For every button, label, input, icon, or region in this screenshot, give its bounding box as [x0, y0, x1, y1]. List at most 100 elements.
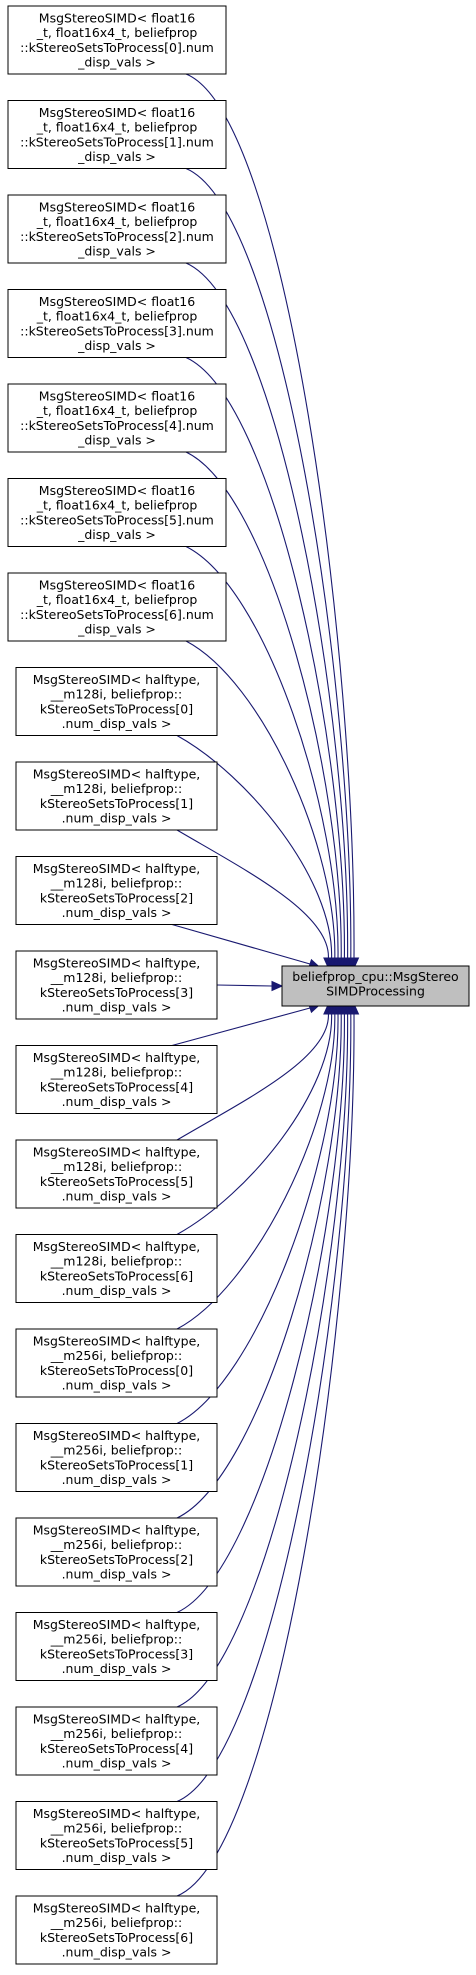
- caller-node-label-line: MsgStereoSIMD< halftype,: [33, 861, 201, 876]
- caller-node[interactable]: MsgStereoSIMD< halftype,__m128i, beliefp…: [15, 1045, 218, 1114]
- caller-node[interactable]: MsgStereoSIMD< halftype,__m256i, beliefp…: [15, 1801, 218, 1870]
- caller-node-label-line: kStereoSetsToProcess[5]: [40, 1174, 193, 1189]
- caller-node-label-line: __m256i, beliefprop::: [50, 1443, 182, 1458]
- caller-node-label-line: kStereoSetsToProcess[6]: [40, 1268, 193, 1283]
- caller-node[interactable]: MsgStereoSIMD< halftype,__m256i, beliefp…: [15, 1895, 218, 1965]
- caller-node[interactable]: MsgStereoSIMD< float16_t, float16x4_t, b…: [7, 478, 227, 547]
- caller-node[interactable]: MsgStereoSIMD< float16_t, float16x4_t, b…: [7, 383, 227, 453]
- caller-node-label-line: MsgStereoSIMD< float16: [39, 105, 195, 120]
- caller-node[interactable]: MsgStereoSIMD< float16_t, float16x4_t, b…: [7, 572, 227, 642]
- caller-node[interactable]: MsgStereoSIMD< float16_t, float16x4_t, b…: [7, 100, 227, 169]
- caller-node-label-line: .num_disp_vals >: [62, 811, 172, 826]
- caller-node-box: [7, 194, 227, 264]
- caller-node-label-line: __m256i, beliefprop::: [50, 1915, 182, 1930]
- caller-node-label-line: _disp_vals >: [77, 55, 156, 70]
- caller-node-label-line: .num_disp_vals >: [62, 1945, 172, 1960]
- caller-node-box: [7, 5, 227, 75]
- caller-node-box: [15, 1423, 218, 1492]
- caller-node[interactable]: MsgStereoSIMD< halftype,__m128i, beliefp…: [15, 761, 218, 831]
- caller-node[interactable]: MsgStereoSIMD< halftype,__m128i, beliefp…: [15, 950, 218, 1020]
- caller-node-box: [15, 950, 218, 1020]
- caller-node-label-line: kStereoSetsToProcess[0]: [40, 1363, 193, 1378]
- caller-node-box: [15, 1517, 218, 1587]
- caller-node-box: [15, 1612, 218, 1681]
- caller-node-label-line: MsgStereoSIMD< halftype,: [33, 766, 201, 781]
- caller-node-label-line: kStereoSetsToProcess[6]: [40, 1930, 193, 1945]
- caller-node-label-line: MsgStereoSIMD< float16: [39, 199, 195, 214]
- caller-node-label-line: .num_disp_vals >: [62, 1094, 172, 1109]
- caller-node-label-line: MsgStereoSIMD< float16: [39, 294, 195, 309]
- caller-node-label-line: _t, float16x4_t, beliefprop: [36, 498, 198, 513]
- caller-node-label-line: MsgStereoSIMD< float16: [39, 577, 195, 592]
- caller-node-label-line: kStereoSetsToProcess[2]: [40, 1552, 193, 1567]
- caller-node-label-line: MsgStereoSIMD< halftype,: [33, 1239, 201, 1254]
- call-edge: [176, 1013, 329, 1141]
- caller-node-label-line: _disp_vals >: [77, 622, 156, 637]
- edge-arrowhead: [348, 1002, 360, 1015]
- caller-node[interactable]: MsgStereoSIMD< halftype,__m256i, beliefp…: [15, 1423, 218, 1492]
- caller-node[interactable]: MsgStereoSIMD< float16_t, float16x4_t, b…: [7, 289, 227, 358]
- caller-node-label-line: .num_disp_vals >: [62, 1000, 172, 1015]
- caller-node-label-line: _t, float16x4_t, beliefprop: [36, 214, 198, 229]
- caller-node[interactable]: MsgStereoSIMD< halftype,__m128i, beliefp…: [15, 667, 218, 736]
- caller-node-box: [15, 856, 218, 925]
- caller-node-label-line: .num_disp_vals >: [62, 905, 172, 920]
- caller-node-label-line: __m128i, beliefprop::: [50, 781, 182, 796]
- caller-node-label-line: .num_disp_vals >: [62, 1472, 172, 1487]
- call-edge: [216, 984, 273, 987]
- caller-node-label-line: _disp_vals >: [77, 149, 156, 164]
- caller-node-label-line: kStereoSetsToProcess[3]: [40, 1646, 193, 1661]
- caller-node-label-line: MsgStereoSIMD< halftype,: [33, 1617, 201, 1632]
- caller-node-label-line: kStereoSetsToProcess[0]: [40, 701, 193, 716]
- target-node-box: [281, 965, 470, 1007]
- caller-node-label-line: __m128i, beliefprop::: [50, 1254, 182, 1269]
- caller-node-label-line: __m128i, beliefprop::: [50, 1065, 182, 1080]
- caller-node-label-line: _t, float16x4_t, beliefprop: [36, 120, 198, 135]
- caller-node-label-line: MsgStereoSIMD< float16: [39, 388, 195, 403]
- caller-node[interactable]: MsgStereoSIMD< halftype,__m256i, beliefp…: [15, 1517, 218, 1587]
- call-edge: [176, 829, 329, 959]
- caller-node[interactable]: MsgStereoSIMD< halftype,__m128i, beliefp…: [15, 856, 218, 925]
- call-edge: [171, 923, 311, 965]
- call-edge: [176, 1013, 333, 1235]
- caller-node-label-line: kStereoSetsToProcess[4]: [40, 1741, 193, 1756]
- caller-node-label-line: ::kStereoSetsToProcess[1].num: [20, 134, 214, 149]
- caller-node-label-line: __m128i, beliefprop::: [50, 1159, 182, 1174]
- target-node-label-line: beliefprop_cpu::MsgStereo: [292, 969, 458, 984]
- caller-node-box: [15, 1895, 218, 1965]
- caller-node-label-line: .num_disp_vals >: [62, 1661, 172, 1676]
- caller-node[interactable]: MsgStereoSIMD< halftype,__m128i, beliefp…: [15, 1139, 218, 1209]
- caller-node-label-line: _t, float16x4_t, beliefprop: [36, 592, 198, 607]
- edge-arrowhead: [323, 957, 334, 970]
- caller-node-label-line: _disp_vals >: [77, 338, 156, 353]
- caller-node-box: [7, 478, 227, 547]
- caller-node-label-line: ::kStereoSetsToProcess[0].num: [20, 40, 214, 55]
- caller-node[interactable]: MsgStereoSIMD< halftype,__m128i, beliefp…: [15, 1234, 218, 1303]
- caller-node-label-line: _disp_vals >: [77, 244, 156, 259]
- caller-node-box: [7, 383, 227, 453]
- call-edge: [176, 735, 333, 959]
- caller-node-label-line: __m256i, beliefprop::: [50, 1537, 182, 1552]
- caller-node-box: [15, 1139, 218, 1209]
- caller-node-label-line: __m256i, beliefprop::: [50, 1821, 182, 1836]
- caller-node-label-line: ::kStereoSetsToProcess[5].num: [20, 512, 214, 527]
- caller-node-label-line: kStereoSetsToProcess[3]: [40, 985, 193, 1000]
- caller-node-label-line: __m128i, beliefprop::: [50, 687, 182, 702]
- caller-node-label-line: _t, float16x4_t, beliefprop: [36, 25, 198, 40]
- caller-node-label-line: kStereoSetsToProcess[4]: [40, 1079, 193, 1094]
- caller-node-label-line: __m256i, beliefprop::: [50, 1632, 182, 1647]
- caller-node[interactable]: MsgStereoSIMD< float16_t, float16x4_t, b…: [7, 5, 227, 75]
- caller-node-label-line: __m128i, beliefprop::: [50, 876, 182, 891]
- caller-node[interactable]: MsgStereoSIMD< float16_t, float16x4_t, b…: [7, 194, 227, 264]
- caller-node-label-line: kStereoSetsToProcess[1]: [40, 796, 193, 811]
- caller-node[interactable]: MsgStereoSIMD< halftype,__m256i, beliefp…: [15, 1612, 218, 1681]
- caller-node-label-line: ::kStereoSetsToProcess[3].num: [20, 323, 214, 338]
- caller-node-label-line: MsgStereoSIMD< float16: [39, 483, 195, 498]
- caller-node[interactable]: MsgStereoSIMD< halftype,__m256i, beliefp…: [15, 1706, 218, 1776]
- caller-node[interactable]: MsgStereoSIMD< halftype,__m256i, beliefp…: [15, 1328, 218, 1398]
- caller-node-label-line: .num_disp_vals >: [62, 1378, 172, 1393]
- caller-node-label-line: .num_disp_vals >: [62, 1283, 172, 1298]
- caller-node-box: [15, 1234, 218, 1303]
